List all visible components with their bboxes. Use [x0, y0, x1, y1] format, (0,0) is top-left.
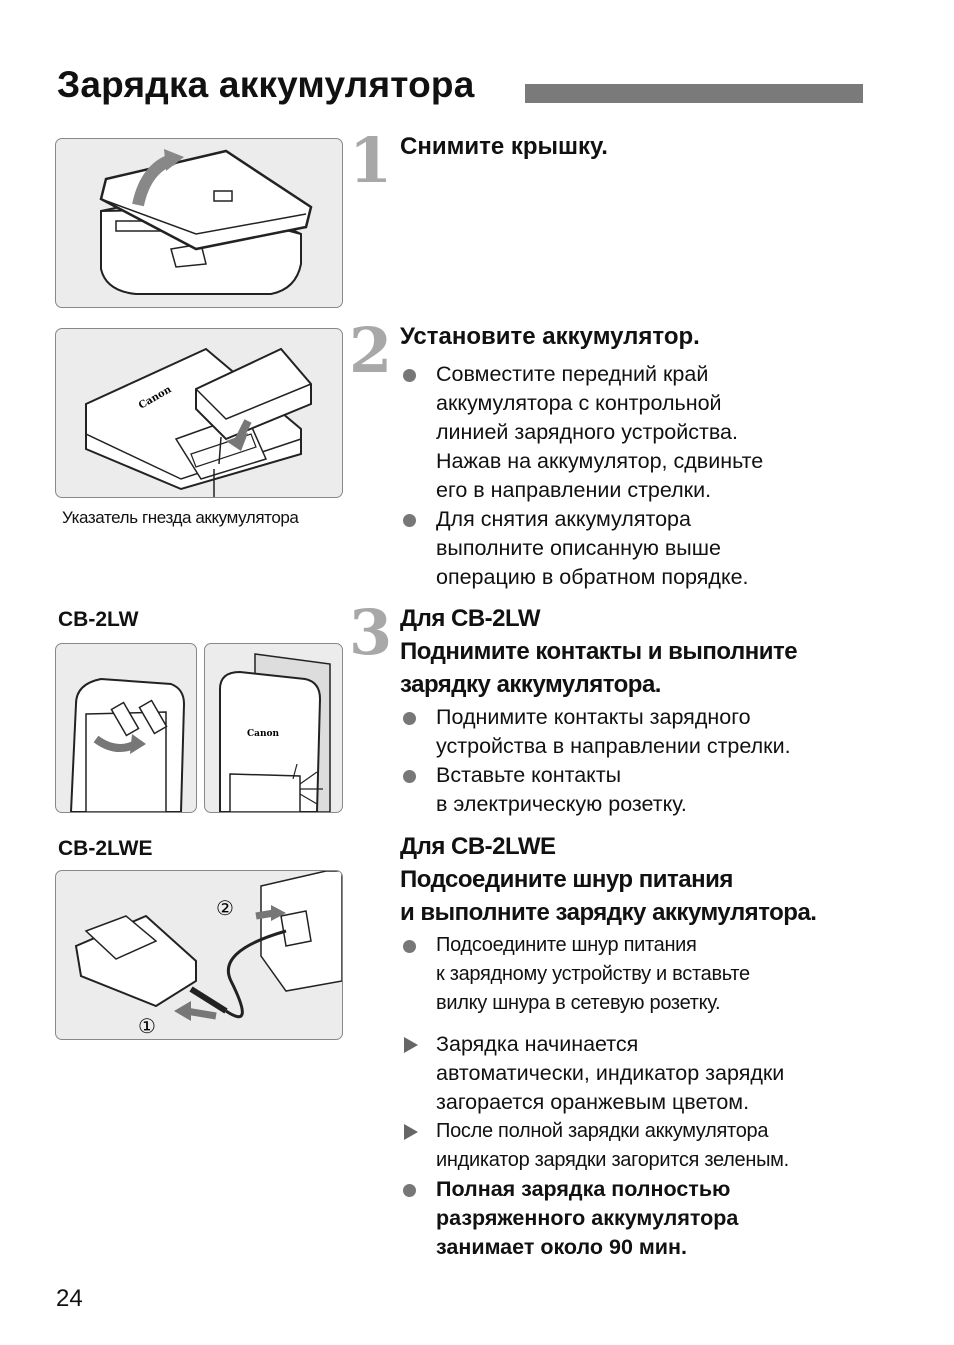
step-marker-2: ②	[216, 896, 234, 920]
model-label-cb2lw: CB-2LW	[58, 608, 139, 631]
bullet-dot	[403, 1184, 416, 1197]
list-item: Для снятия аккумулятора выполните описан…	[400, 505, 880, 592]
page-title: Зарядка аккумулятора	[57, 64, 475, 105]
brand-label: Canon	[247, 729, 280, 739]
page-number: 24	[56, 1285, 83, 1312]
battery-slot-indicator-caption: Указатель гнезда аккумулятора	[62, 508, 299, 527]
step-3-cb2lw-bullets: Поднимите контакты зарядного устройства …	[400, 703, 880, 819]
list-item: Полная зарядка полностью разряженного ак…	[400, 1175, 880, 1262]
bullet-dot	[403, 770, 416, 783]
step-3-cb2lwe-heading: Для CB-2LWE Подсоедините шнур питания и …	[400, 833, 817, 926]
list-item: Поднимите контакты зарядного устройства …	[400, 703, 880, 761]
step-3-number: 3	[349, 596, 393, 669]
list-item: Зарядка начинается автоматически, индика…	[400, 1030, 880, 1117]
step-2-heading: Установите аккумулятор.	[400, 323, 700, 350]
illustration-remove-cover	[55, 138, 343, 308]
step-2-number: 2	[349, 314, 393, 387]
title-rule	[525, 84, 863, 103]
step-1-heading: Снимите крышку.	[400, 133, 608, 160]
result-arrow-icon	[404, 1037, 418, 1053]
illustration-insert-battery: Canon	[55, 328, 343, 498]
step-3-cb2lwe-bullets: Подсоедините шнур питания к зарядному ус…	[400, 931, 880, 1018]
bullet-dot	[403, 369, 416, 382]
illustration-connect-power-cord: ① ②	[55, 870, 343, 1040]
illustration-raise-prongs	[55, 643, 197, 813]
list-item: После полной зарядки аккумулятора индика…	[400, 1117, 880, 1175]
bullet-dot	[403, 712, 416, 725]
step-2-bullets: Совместите передний край аккумулятора с …	[400, 360, 880, 592]
illustration-plug-into-outlet: Canon	[204, 643, 343, 813]
bullet-dot	[403, 940, 416, 953]
list-item: Вставьте контакты в электрическую розетк…	[400, 761, 880, 819]
charging-results: Зарядка начинается автоматически, индика…	[400, 1030, 880, 1262]
step-3-cb2lw-heading: Для CB-2LW Поднимите контакты и выполнит…	[400, 605, 798, 698]
model-label-cb2lwe: CB-2LWE	[58, 837, 153, 860]
bullet-dot	[403, 514, 416, 527]
result-arrow-icon	[404, 1124, 418, 1140]
step-1-number: 1	[349, 124, 393, 197]
list-item: Подсоедините шнур питания к зарядному ус…	[400, 931, 880, 1018]
step-marker-1: ①	[138, 1014, 156, 1038]
list-item: Совместите передний край аккумулятора с …	[400, 360, 880, 505]
